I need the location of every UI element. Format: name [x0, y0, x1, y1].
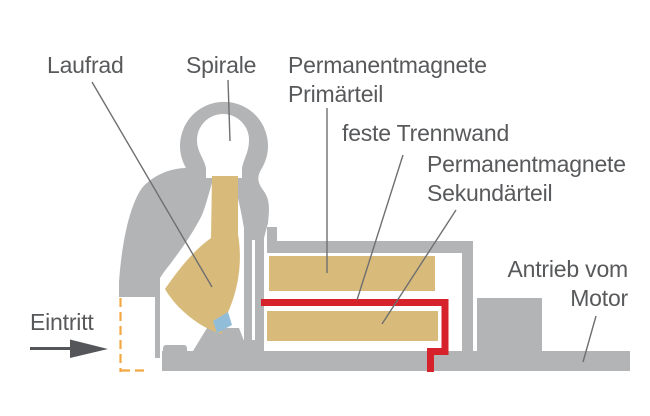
label-permanentmagnete-primaerteil-line2: Primärteil	[288, 81, 384, 107]
label-permanentmagnete-primaerteil: Permanentmagnete Primärteil	[288, 51, 487, 109]
label-laufrad-text: Laufrad	[47, 52, 124, 78]
label-spirale: Spirale	[186, 51, 256, 80]
impeller-seal-highlight	[213, 312, 232, 333]
leader-line-sekundaerteil	[381, 209, 457, 325]
impeller-shape	[165, 176, 240, 334]
primary-magnet-carrier-shape	[267, 227, 473, 351]
label-eintritt: Eintritt	[30, 308, 94, 337]
leader-line-spirale	[227, 79, 231, 142]
label-eintritt-text: Eintritt	[30, 309, 94, 335]
label-feste-trennwand-text: feste Trennwand	[342, 120, 510, 146]
label-antrieb-vom-motor: Antrieb vom Motor	[440, 255, 628, 313]
trennwand-line	[261, 299, 449, 372]
label-permanentmagnete-sekundaerteil-line1: Permanentmagnete	[427, 151, 626, 177]
secondary-magnet-shape	[267, 311, 438, 341]
label-antrieb-vom-motor-line1: Antrieb vom	[507, 256, 628, 282]
label-permanentmagnete-sekundaerteil: Permanentmagnete Sekundärteil	[427, 150, 626, 208]
label-feste-trennwand: feste Trennwand	[342, 119, 509, 148]
impeller-hub-shape	[193, 328, 248, 351]
leader-line-laufrad	[91, 81, 213, 288]
label-permanentmagnete-primaerteil-line1: Permanentmagnete	[288, 52, 487, 78]
primary-magnet-shape	[269, 256, 435, 291]
bearing-block-shape	[163, 345, 187, 357]
leader-line-motor	[582, 315, 597, 363]
casing-gap-line	[252, 240, 255, 340]
label-spirale-text: Spirale	[186, 52, 257, 78]
label-laufrad: Laufrad	[47, 51, 124, 80]
volute-cavity-shape	[197, 114, 249, 178]
label-permanentmagnete-sekundaerteil-line2: Sekundärteil	[427, 180, 553, 206]
label-antrieb-vom-motor-line2: Motor	[570, 285, 628, 311]
leader-line-trennwand	[356, 154, 404, 301]
motor-base-shape	[162, 351, 630, 371]
motor-step-shape	[477, 298, 542, 351]
inlet-boundary-dashed-line	[119, 298, 145, 372]
inlet-arrow-icon	[30, 339, 108, 358]
